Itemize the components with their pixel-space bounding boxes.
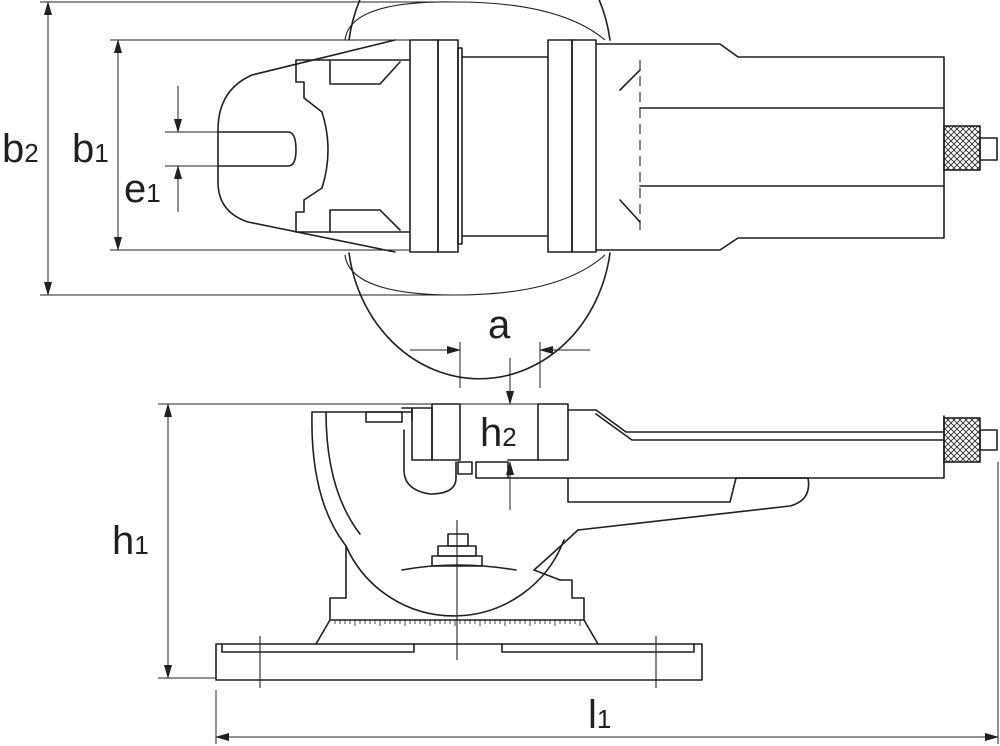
label-h1: h1 (112, 519, 149, 563)
fixed-jaw-outline (217, 39, 396, 253)
label-a: a (488, 303, 511, 347)
knurled-knob-side (943, 417, 981, 463)
knurled-knob-top (943, 125, 981, 171)
label-b1: b1 (72, 127, 109, 171)
swivel-circle (348, 0, 611, 380)
base-plate (215, 643, 703, 681)
side-view (158, 342, 999, 744)
vise-body-side (507, 415, 945, 479)
label-h2: h2 (480, 411, 517, 455)
top-view (40, 0, 998, 380)
label-l1: l1 (588, 693, 611, 737)
label-e1: e1 (124, 167, 161, 211)
vise-body-top (595, 43, 945, 251)
label-b2: b2 (2, 127, 39, 171)
angle-scale-ticks (334, 620, 581, 626)
